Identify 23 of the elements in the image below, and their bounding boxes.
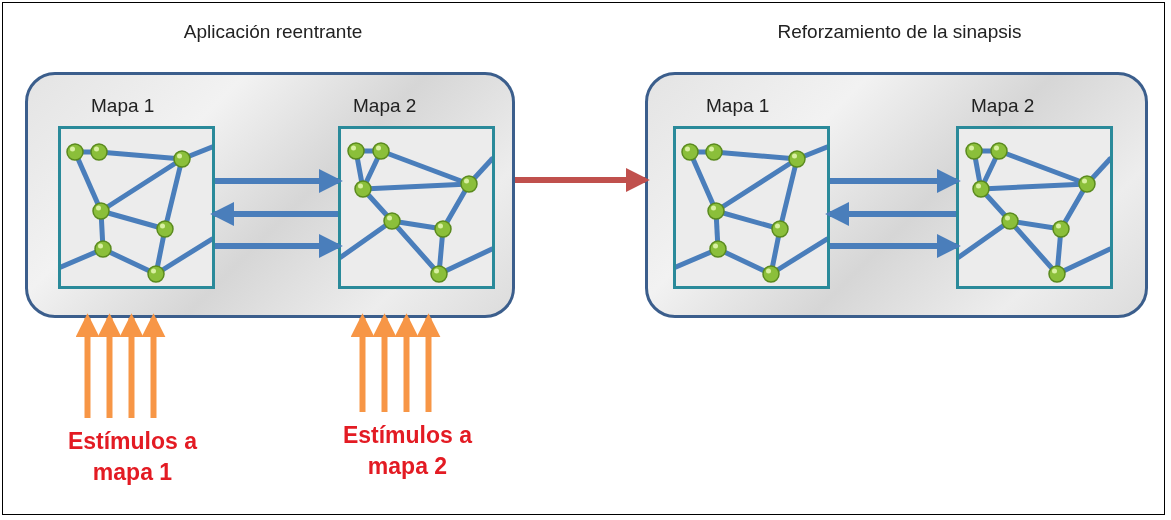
- arrow: [394, 313, 419, 412]
- panel-title: Reforzamiento de la sinapsis: [776, 21, 1023, 43]
- stimulus-label: Estímulos a mapa 2: [341, 421, 474, 482]
- stimulus-label: Estímulos a mapa 1: [66, 427, 199, 488]
- map-title: Mapa 2: [971, 95, 1035, 117]
- arrow: [141, 313, 166, 418]
- arrow: [210, 202, 338, 226]
- arrow: [215, 169, 343, 193]
- arrow: [119, 313, 144, 418]
- arrow: [75, 313, 100, 418]
- map-title: Mapa 1: [706, 95, 770, 117]
- arrow: [416, 313, 441, 412]
- arrow: [515, 168, 650, 192]
- arrow: [350, 313, 375, 412]
- map-title: Mapa 1: [91, 95, 155, 117]
- arrow: [830, 234, 961, 258]
- arrow: [830, 169, 961, 193]
- arrow: [215, 234, 343, 258]
- panel-title: Aplicación reentrante: [182, 21, 364, 43]
- arrow: [825, 202, 956, 226]
- arrow: [372, 313, 397, 412]
- map-title: Mapa 2: [353, 95, 417, 117]
- arrow: [97, 313, 122, 418]
